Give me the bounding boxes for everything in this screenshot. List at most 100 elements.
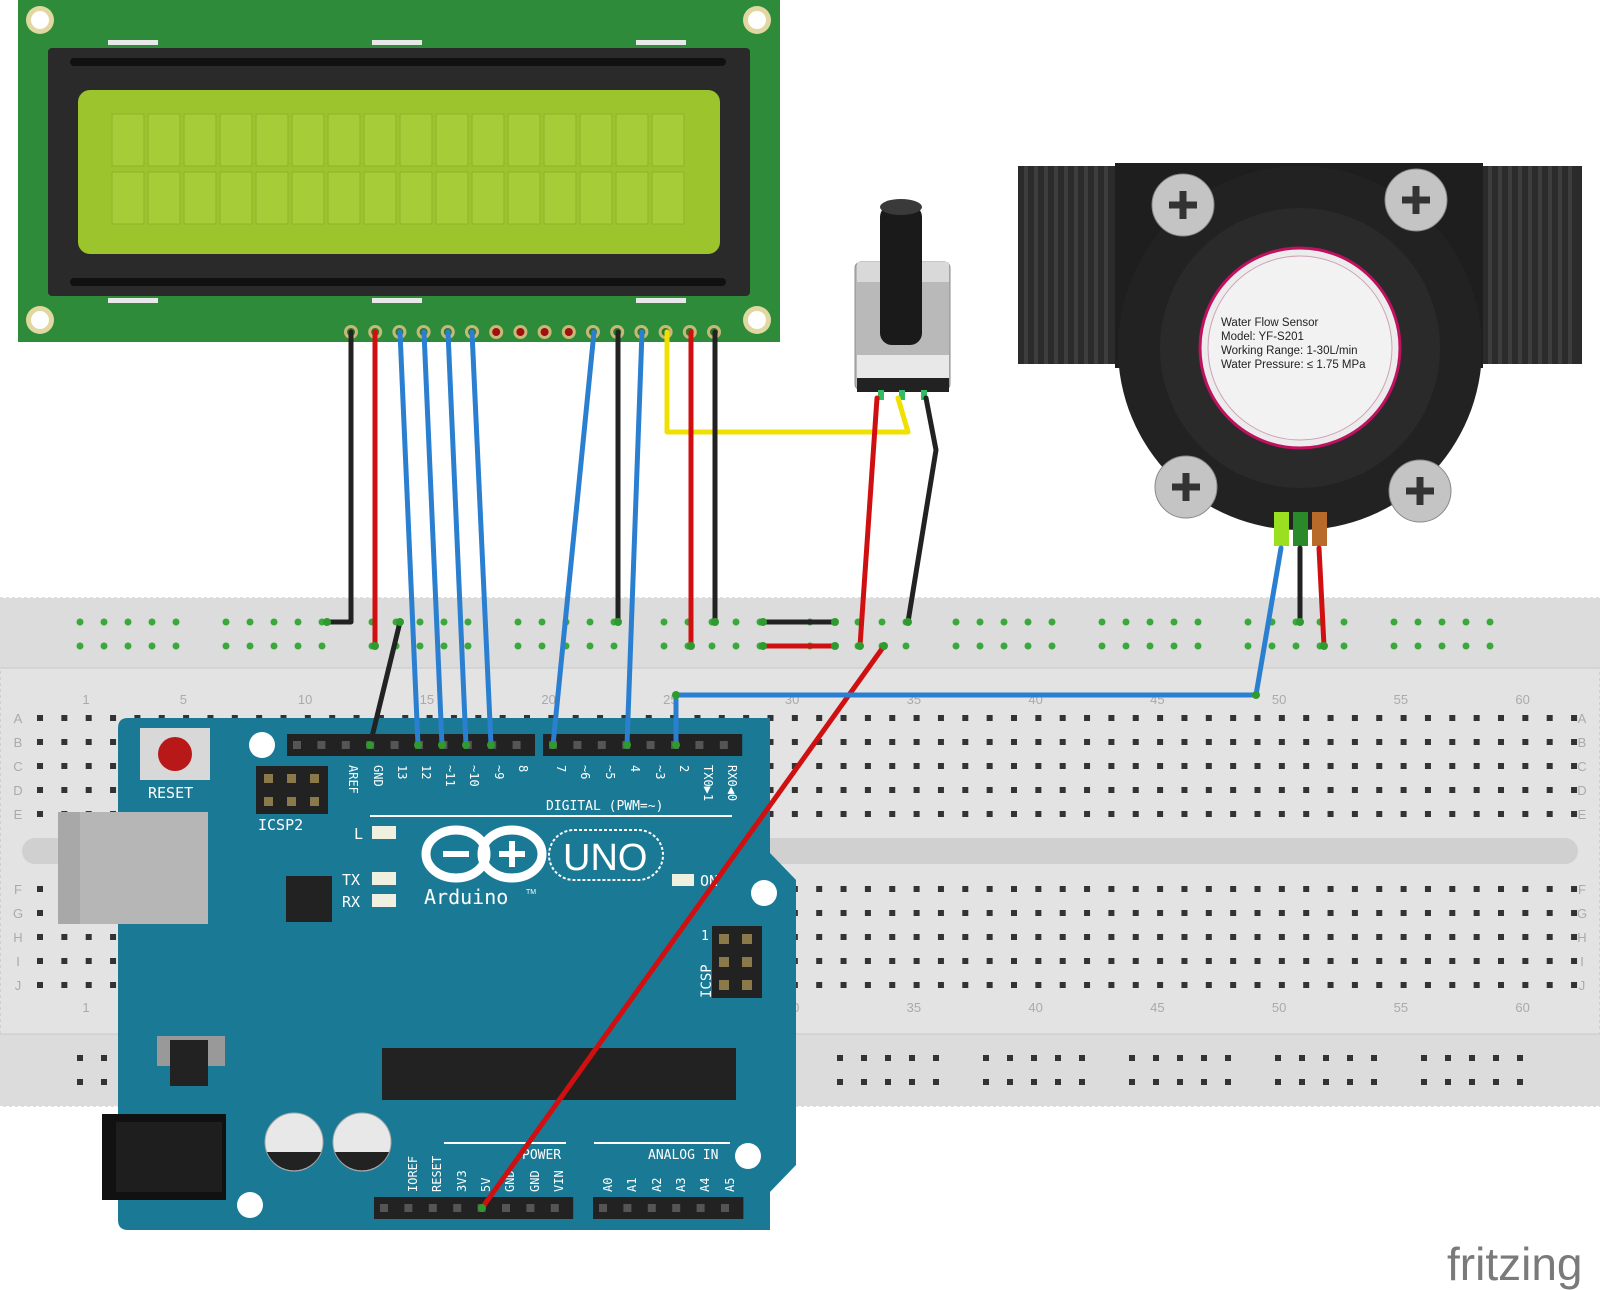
- header-pin: [380, 1204, 388, 1212]
- lcd-cell: [183, 171, 217, 225]
- analog-header: [593, 1197, 744, 1219]
- row-letter: F: [1578, 882, 1586, 897]
- power-label: POWER: [522, 1148, 561, 1163]
- lcd-cell: [615, 171, 649, 225]
- row-letter: G: [1577, 906, 1587, 921]
- row-letter: B: [14, 735, 23, 750]
- header-pin: [341, 741, 350, 749]
- lcd-character-cells: [111, 113, 685, 225]
- led-rx-label: RX: [342, 893, 360, 911]
- lcd-cell: [543, 171, 577, 225]
- screw-icon: [1151, 168, 1452, 523]
- pin-label: IOREF: [406, 1156, 420, 1192]
- reset-label: RESET: [148, 784, 193, 802]
- header-pin: [573, 741, 582, 749]
- icsp2-header: [256, 766, 328, 814]
- voltage-regulator: [170, 1040, 208, 1086]
- lcd-cell: [579, 113, 613, 167]
- flow-sensor-title: Water Flow Sensor: [1221, 317, 1319, 329]
- wire-endpoint: [478, 1204, 486, 1212]
- wire-endpoint: [672, 741, 680, 749]
- mounting-hole-icon: [26, 6, 771, 334]
- column-number: 55: [1394, 692, 1408, 707]
- wire-endpoint: [371, 642, 379, 650]
- wire-lcd-rs: [397, 329, 421, 748]
- lcd-cell: [291, 171, 325, 225]
- pin-label: A3: [674, 1178, 688, 1192]
- wires: [324, 329, 1327, 1211]
- header-pin: [512, 741, 521, 749]
- lcd-cell: [399, 171, 433, 225]
- row-letter: C: [1577, 759, 1586, 774]
- lcd-cell: [255, 171, 289, 225]
- header-pin: [695, 741, 704, 749]
- led-tx: [372, 872, 396, 885]
- header-pin: [526, 1204, 535, 1212]
- wire-endpoint: [904, 618, 912, 626]
- lcd-cell: [147, 113, 181, 167]
- wire-endpoint: [396, 618, 404, 626]
- column-number: 50: [1272, 1000, 1286, 1015]
- pin-label: VIN: [552, 1170, 566, 1192]
- pin-label: A5: [723, 1178, 737, 1192]
- row-letter: D: [13, 783, 22, 798]
- wire-endpoint: [487, 741, 495, 749]
- lcd-cell: [219, 113, 253, 167]
- digital-label: DIGITAL (PWM=~): [546, 799, 663, 814]
- lcd-cell: [507, 171, 541, 225]
- wire-endpoint: [623, 741, 631, 749]
- pin-label: GND: [371, 765, 385, 787]
- wire-endpoint: [614, 618, 622, 626]
- wire-endpoint: [759, 642, 767, 650]
- lcd-cell: [327, 171, 361, 225]
- column-number: 15: [420, 692, 434, 707]
- header-pin: [453, 1204, 462, 1212]
- led-on: [672, 874, 694, 886]
- wire-endpoint: [1252, 691, 1260, 699]
- trademark-mark: TM: [526, 889, 536, 896]
- uno-logo-text: UNO: [563, 837, 647, 879]
- lcd-cell: [255, 113, 289, 167]
- row-letter: I: [16, 954, 20, 969]
- pipe-threads: [1024, 166, 1572, 364]
- column-number: 1: [82, 692, 89, 707]
- pin-label: A2: [650, 1178, 664, 1192]
- usb-chip: [286, 876, 332, 922]
- header-pin: [404, 1204, 413, 1212]
- wire-pot-gnd: [905, 395, 939, 625]
- lcd-cell: [615, 113, 649, 167]
- column-number: 1: [82, 1000, 89, 1015]
- pin-label: ~5: [603, 765, 617, 779]
- fritzing-watermark: fritzing: [1447, 1238, 1582, 1290]
- row-letter: J: [15, 978, 22, 993]
- wire-endpoint: [323, 618, 331, 626]
- lcd-cell: [111, 171, 145, 225]
- column-number: 35: [907, 1000, 921, 1015]
- header-pin: [293, 741, 301, 749]
- pin-label: ~9: [492, 765, 506, 779]
- wire-endpoint: [687, 642, 695, 650]
- lcd-cell: [291, 113, 325, 167]
- lcd-cell: [183, 113, 217, 167]
- column-number: 20: [541, 692, 555, 707]
- row-letter: I: [1580, 954, 1584, 969]
- wire-lcd-d7: [624, 329, 645, 748]
- column-number: 40: [1028, 1000, 1042, 1015]
- column-number: 45: [1150, 1000, 1164, 1015]
- wire-endpoint: [831, 618, 839, 626]
- lcd-cell: [471, 171, 505, 225]
- column-number: 50: [1272, 692, 1286, 707]
- lcd-cell: [147, 171, 181, 225]
- led-l-label: L: [354, 825, 363, 843]
- row-letter: G: [13, 906, 23, 921]
- pin-label: 2: [677, 765, 691, 772]
- lcd-cell: [327, 113, 361, 167]
- row-letter: J: [1579, 978, 1586, 993]
- pin-label: ~6: [578, 765, 592, 779]
- row-letter: E: [14, 807, 23, 822]
- wire-sensor-signal: [673, 545, 1284, 748]
- atmega-chip: [382, 1048, 736, 1100]
- icsp-pin1-label: 1: [701, 929, 709, 944]
- led-l: [372, 826, 396, 839]
- lcd-cell: [399, 113, 433, 167]
